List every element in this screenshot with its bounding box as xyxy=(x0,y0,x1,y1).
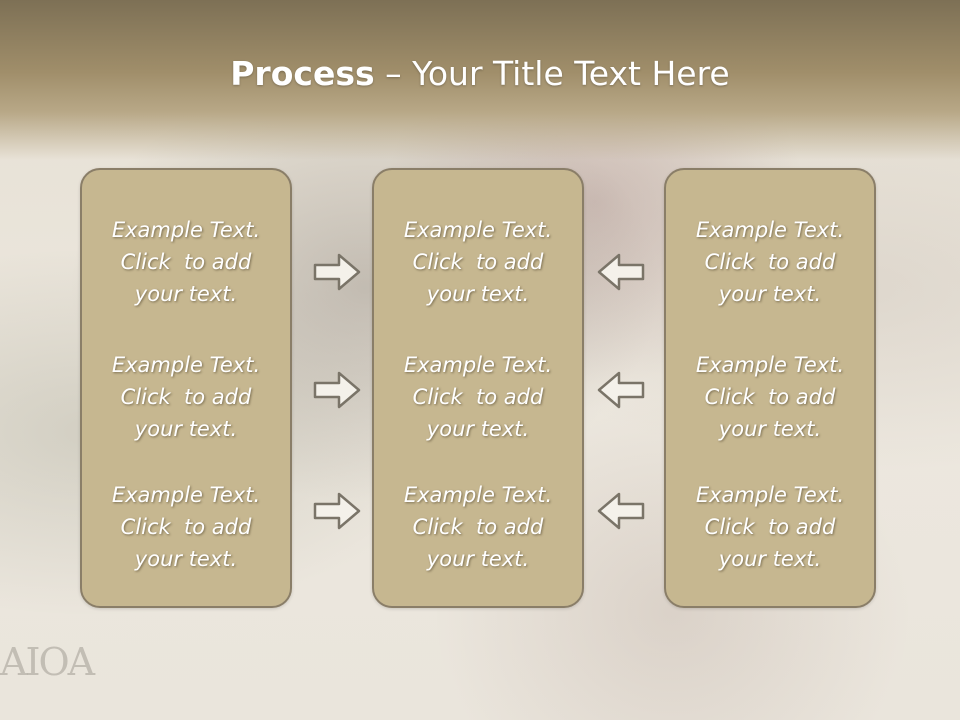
text-line: Example Text. xyxy=(111,483,261,507)
text-line: Click to add xyxy=(120,515,252,539)
text-line: Example Text. xyxy=(111,218,261,242)
arrow-left-icon xyxy=(597,492,645,530)
text-placeholder[interactable]: Example Text. Click to add your text. xyxy=(82,214,290,310)
slide-title[interactable]: Process – Your Title Text Here xyxy=(0,52,960,96)
text-line: Example Text. xyxy=(695,218,845,242)
arrow-left-icon xyxy=(597,371,645,409)
text-line: Example Text. xyxy=(695,353,845,377)
title-banner xyxy=(0,0,960,160)
text-line: your text. xyxy=(718,417,822,441)
text-placeholder[interactable]: Example Text. Click to add your text. xyxy=(666,479,874,575)
text-line: Click to add xyxy=(704,385,836,409)
arrow-left-icon xyxy=(597,253,645,291)
text-line: Click to add xyxy=(412,385,544,409)
arrow-right-icon xyxy=(313,492,361,530)
text-line: your text. xyxy=(718,547,822,571)
title-bold: Process xyxy=(230,54,375,93)
text-line: Click to add xyxy=(412,250,544,274)
arrow-right-icon xyxy=(313,253,361,291)
text-line: your text. xyxy=(134,282,238,306)
text-line: Example Text. xyxy=(111,353,261,377)
process-box-left[interactable]: Example Text. Click to add your text. Ex… xyxy=(80,168,292,608)
text-placeholder[interactable]: Example Text. Click to add your text. xyxy=(374,479,582,575)
arrow-right-icon xyxy=(313,371,361,409)
text-line: your text. xyxy=(718,282,822,306)
text-line: your text. xyxy=(426,417,530,441)
text-line: Click to add xyxy=(704,250,836,274)
text-placeholder[interactable]: Example Text. Click to add your text. xyxy=(666,349,874,445)
text-placeholder[interactable]: Example Text. Click to add your text. xyxy=(374,349,582,445)
text-line: your text. xyxy=(426,282,530,306)
text-line: Example Text. xyxy=(403,483,553,507)
text-line: Example Text. xyxy=(403,218,553,242)
process-box-center[interactable]: Example Text. Click to add your text. Ex… xyxy=(372,168,584,608)
process-box-right[interactable]: Example Text. Click to add your text. Ex… xyxy=(664,168,876,608)
text-line: Click to add xyxy=(120,250,252,274)
text-line: your text. xyxy=(426,547,530,571)
text-line: Click to add xyxy=(120,385,252,409)
text-line: Example Text. xyxy=(695,483,845,507)
text-line: Click to add xyxy=(412,515,544,539)
text-line: your text. xyxy=(134,547,238,571)
title-text: – Your Title Text Here xyxy=(374,54,730,93)
text-line: Example Text. xyxy=(403,353,553,377)
text-placeholder[interactable]: Example Text. Click to add your text. xyxy=(374,214,582,310)
text-line: Click to add xyxy=(704,515,836,539)
text-placeholder[interactable]: Example Text. Click to add your text. xyxy=(82,349,290,445)
text-line: your text. xyxy=(134,417,238,441)
background-logo-mark: AIOA xyxy=(0,640,95,684)
text-placeholder[interactable]: Example Text. Click to add your text. xyxy=(666,214,874,310)
text-placeholder[interactable]: Example Text. Click to add your text. xyxy=(82,479,290,575)
